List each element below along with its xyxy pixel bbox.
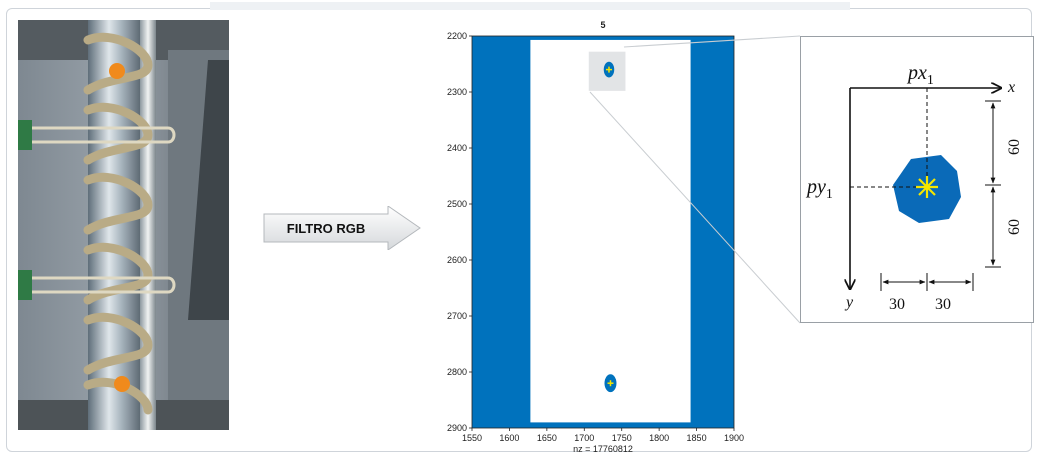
arrow-label: FILTRO RGB	[286, 220, 366, 236]
dim-h-left-label: 30	[889, 296, 905, 313]
x-tick-label-1750: 1750	[612, 433, 632, 443]
top-marker-dot	[109, 63, 125, 79]
x-tick-label-1650: 1650	[537, 433, 557, 443]
x-axis-label: nz = 17760812	[573, 444, 633, 454]
x-tick-label-1800: 1800	[649, 433, 669, 443]
center-star-marker	[916, 176, 938, 198]
rebar-photo	[18, 20, 229, 430]
y-axis-label: y	[844, 294, 854, 311]
y-tick-label-2500: 2500	[447, 199, 467, 209]
chart-title: 5	[600, 20, 605, 30]
plot-inner-region	[530, 39, 691, 423]
dim-v-top-label: 60	[1006, 139, 1023, 155]
x-tick-label-1550: 1550	[462, 433, 482, 443]
x-tick-label-1700: 1700	[574, 433, 594, 443]
bottom-marker-dot	[114, 376, 130, 392]
y-tick-label-2900: 2900	[447, 423, 467, 433]
dim-h-right-label: 30	[935, 296, 951, 313]
filter-arrow: FILTRO RGB	[262, 206, 422, 250]
dim-v-bottom-label: 60	[1006, 219, 1023, 235]
y-tick-label-2600: 2600	[447, 255, 467, 265]
py-label: py1	[805, 176, 833, 202]
y-tick-label-2400: 2400	[447, 143, 467, 153]
y-tick-label-2800: 2800	[447, 367, 467, 377]
y-tick-label-2200: 2200	[447, 31, 467, 41]
x-axis-label: x	[1007, 79, 1015, 96]
top-strip	[210, 2, 850, 10]
binary-mask-chart: 1550 1600 1650 1700 1750 1800 1850 1900 2200 2300…	[432, 14, 762, 454]
y-tick-label-2700: 2700	[447, 311, 467, 321]
x-tick-label-1850: 1850	[687, 433, 707, 443]
y-tick-label-2300: 2300	[447, 87, 467, 97]
x-tick-label-1900: 1900	[724, 433, 744, 443]
zoom-detail-panel: x y px1 py1 60 60 30 30	[800, 36, 1034, 323]
x-tick-label-1600: 1600	[499, 433, 519, 443]
px-label: px1	[906, 62, 934, 88]
